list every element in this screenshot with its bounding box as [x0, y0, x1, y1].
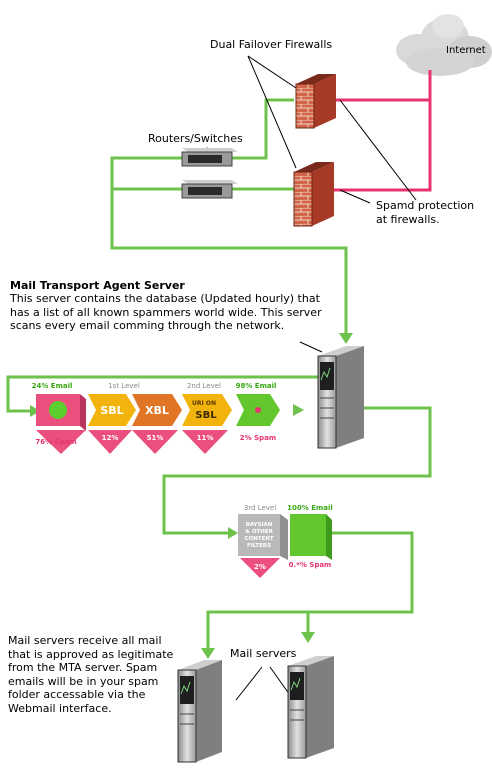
- xbl-pct: 51%: [147, 434, 164, 442]
- spamd-label-line1: Spamd protection: [376, 199, 475, 212]
- filter-clean-email: [236, 394, 280, 426]
- final-email-pct: 100% Email: [287, 504, 333, 512]
- filter-bayesian: [238, 514, 288, 578]
- filter-sbl: [88, 394, 136, 454]
- uri-pct: 11%: [197, 434, 214, 442]
- stage1-email-pct: 24% Email: [32, 382, 73, 390]
- stage1-spam-pct: 76% Spam: [35, 438, 76, 446]
- internet-label: Internet: [446, 45, 486, 56]
- router-top-icon: [181, 148, 238, 167]
- bayes-line1: BAYSIAN: [246, 522, 273, 528]
- mail-server-right-icon: [287, 656, 334, 759]
- arrowheads: [30, 333, 353, 659]
- firewall-bottom-icon: [293, 162, 334, 227]
- spamd-label-line2: at firewalls.: [376, 213, 440, 226]
- bayes-pct: 2%: [254, 563, 266, 571]
- network-links: [6, 98, 432, 652]
- mail-servers-label: Mail servers: [230, 647, 297, 660]
- filter-uri-sbl: [182, 394, 232, 454]
- callout-lines: [197, 55, 417, 701]
- uri-line2: SBL: [195, 410, 217, 421]
- internet-cloud-icon: [396, 14, 492, 76]
- level3-label: 3rd Level: [244, 504, 276, 512]
- mta-title: Mail Transport Agent Server: [10, 279, 185, 292]
- stage4-email-pct: 98% Email: [236, 382, 277, 390]
- bayes-line2: & OTHER: [245, 529, 273, 535]
- mta-description: This server contains the database (Updat…: [10, 292, 322, 332]
- mta-server-icon: [317, 346, 364, 449]
- uri-line1: URI ON: [192, 400, 216, 407]
- routers-label: Routers/Switches: [148, 132, 243, 145]
- bayes-line4: FILTERS: [247, 543, 271, 549]
- router-bottom-icon: [181, 180, 238, 199]
- firewall-top-icon: [295, 74, 336, 129]
- final-spam-pct: 0.*% Spam: [289, 561, 332, 569]
- level2-label: 2nd Level: [187, 382, 221, 390]
- stage4-spam-pct: 2% Spam: [240, 434, 276, 442]
- firewalls-label: Dual Failover Firewalls: [210, 38, 333, 51]
- sbl-label: SBL: [100, 404, 123, 417]
- xbl-label: XBL: [145, 404, 169, 417]
- filter-incoming: [36, 394, 86, 454]
- internet-links: [330, 70, 432, 192]
- sbl-pct: 12%: [102, 434, 119, 442]
- mail-server-left-icon: [177, 660, 222, 763]
- bayes-line3: CONTENT: [244, 536, 273, 542]
- mail-servers-description: Mail servers receive all mail that is ap…: [8, 634, 174, 715]
- filter-xbl: [132, 394, 182, 454]
- level1-label: 1st Level: [108, 382, 140, 390]
- filter-final-email: [290, 514, 332, 560]
